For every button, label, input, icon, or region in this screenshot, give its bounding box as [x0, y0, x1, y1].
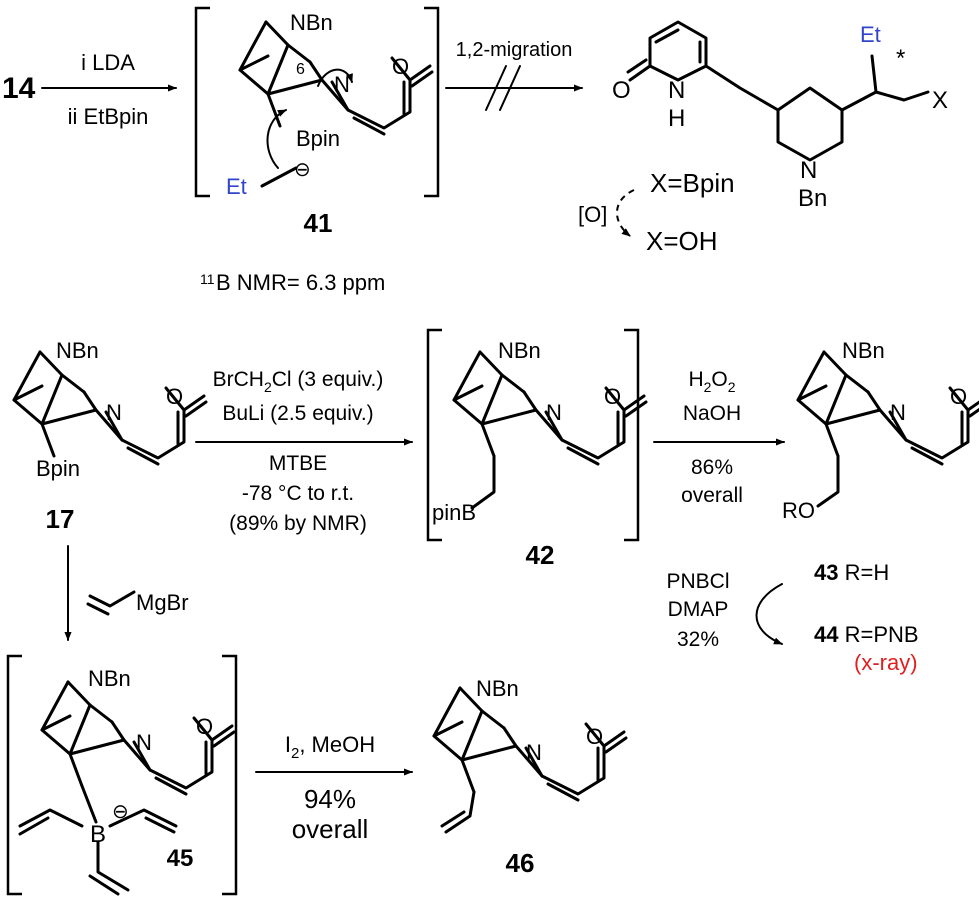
- middle-row: NBn N O Bpin 17 BrCH2Cl (3 equiv.) BuLi …: [12, 328, 979, 675]
- bracket-left: [426, 328, 442, 542]
- atom-nbn: NBn: [56, 338, 99, 363]
- compound-44-label: 44 R=PNB: [814, 622, 919, 647]
- oxidation-dashed-arrow: [616, 189, 635, 237]
- nmr-yield: (89% by NMR): [229, 512, 367, 535]
- intermediate-41: NBn N O 6 Bpin Et ⊖ 41 11 B NMR= 6.3 ppm: [194, 6, 440, 295]
- reagent-buli: BuLi (2.5 equiv.): [222, 402, 373, 425]
- pyridone-nitrogen: N: [668, 77, 685, 104]
- position-6-label: 6: [296, 61, 305, 78]
- bottom-row: MgBr NBn N O B ⊖ 45 I2, MeOH 94% overall: [6, 545, 628, 896]
- cross-stroke-2: [499, 65, 521, 111]
- anionic-charge: ⊖: [112, 801, 129, 823]
- pyridone-hydrogen: H: [668, 105, 685, 132]
- compound-17: NBn N O Bpin 17: [12, 338, 208, 534]
- atom-ro: RO: [782, 498, 815, 523]
- cross-stroke-1: [485, 65, 507, 111]
- migration-product: O N H N Bn Et * X [O] X=Bpin X=OH: [578, 20, 948, 256]
- reagent-hydrogen-peroxide: H2O2: [688, 368, 735, 395]
- ethyl-label: Et: [226, 174, 247, 199]
- atom-n: N: [546, 400, 562, 425]
- atom-n: N: [526, 740, 542, 765]
- intermediate-42: NBn N O pinB 42: [426, 328, 648, 570]
- substituent-x: X: [932, 87, 948, 114]
- atom-nbn: NBn: [842, 338, 885, 363]
- compound-14-label: 14: [2, 72, 36, 105]
- nmr-shift: B NMR= 6.3 ppm: [216, 270, 385, 295]
- reagent-dmap: DMAP: [668, 598, 729, 621]
- atom-nbn: NBn: [88, 666, 131, 691]
- esterification-yield: 32%: [677, 628, 719, 651]
- stereocenter-star: *: [896, 45, 905, 72]
- atom-o: O: [196, 714, 213, 739]
- product-43-44: NBn N O RO 43 R=H 44 R=PNB (x-ray): [782, 338, 979, 675]
- bracket-right: [624, 328, 640, 542]
- atom-o: O: [586, 724, 603, 749]
- anionic-charge: ⊖: [294, 159, 311, 181]
- curved-arrow-esterification: [755, 583, 783, 645]
- piperidine-benzyl: Bn: [798, 185, 827, 212]
- reagent-naoh: NaOH: [683, 402, 741, 425]
- atom-o: O: [950, 384, 967, 409]
- curved-arrow-migration: [266, 109, 287, 169]
- atom-n: N: [136, 730, 152, 755]
- top-row: 14 i LDA ii EtBpin NBn N O 6 Bpin Et ⊖ 4…: [2, 6, 948, 295]
- piperidine-nitrogen: N: [800, 157, 817, 184]
- intermediate-45: NBn N O B ⊖ 45: [6, 654, 238, 896]
- bracket-right: [222, 654, 238, 896]
- atom-bpin: Bpin: [36, 456, 80, 481]
- compound-17-label: 17: [46, 504, 75, 534]
- atom-nbn: NBn: [290, 10, 333, 35]
- x-bpin-label: X=Bpin: [650, 168, 735, 198]
- compound-46-label: 46: [506, 848, 535, 878]
- atom-o: O: [392, 54, 409, 79]
- atom-bpin: Bpin: [296, 126, 340, 151]
- bracket-right: [424, 6, 440, 198]
- reagent-etbpin: ii EtBpin: [68, 104, 149, 129]
- migration-label: 1,2-migration: [456, 39, 573, 61]
- atom-b: B: [90, 821, 106, 848]
- solvent-mtbe: MTBE: [269, 452, 327, 475]
- oxidation-yield: 86%: [691, 456, 733, 479]
- oxidation-yield-note: overall: [681, 484, 743, 507]
- atom-n: N: [334, 72, 350, 97]
- temperature: -78 °C to r.t.: [242, 482, 354, 505]
- compound-45-label: 45: [167, 845, 194, 872]
- bracket-left: [6, 654, 22, 896]
- atom-o: O: [604, 384, 621, 409]
- oxidation-label: [O]: [578, 202, 607, 227]
- reagent-bromochloromethane: BrCH2Cl (3 equiv.): [213, 368, 384, 395]
- compound-43-label: 43 R=H: [814, 560, 889, 585]
- product-46: NBn N O 46: [432, 676, 628, 878]
- x-oh-label: X=OH: [646, 226, 718, 256]
- iodination-yield-note: overall: [292, 814, 369, 844]
- atom-o: O: [166, 384, 183, 409]
- curved-arrow-n-c6: [317, 68, 353, 87]
- reagent-vinylmagnesium: MgBr: [136, 590, 189, 615]
- atom-nbn: NBn: [476, 676, 519, 701]
- pyridone-oxygen: O: [612, 77, 631, 104]
- atom-n: N: [890, 400, 906, 425]
- product-ethyl: Et: [860, 22, 881, 47]
- compound-41-label: 41: [304, 208, 333, 238]
- nmr-isotope: 11: [200, 271, 215, 287]
- bracket-left: [194, 6, 210, 198]
- reagent-lda: i LDA: [81, 50, 135, 75]
- reagent-pnbcl: PNBCl: [666, 570, 729, 593]
- atom-nbn: NBn: [498, 338, 541, 363]
- atom-pinb: pinB: [432, 500, 476, 525]
- iodination-yield: 94%: [304, 784, 356, 814]
- compound-42-label: 42: [526, 540, 555, 570]
- xray-annotation: (x-ray): [854, 650, 918, 675]
- atom-n: N: [106, 400, 122, 425]
- reagent-iodine-methanol: I2, MeOH: [285, 732, 375, 762]
